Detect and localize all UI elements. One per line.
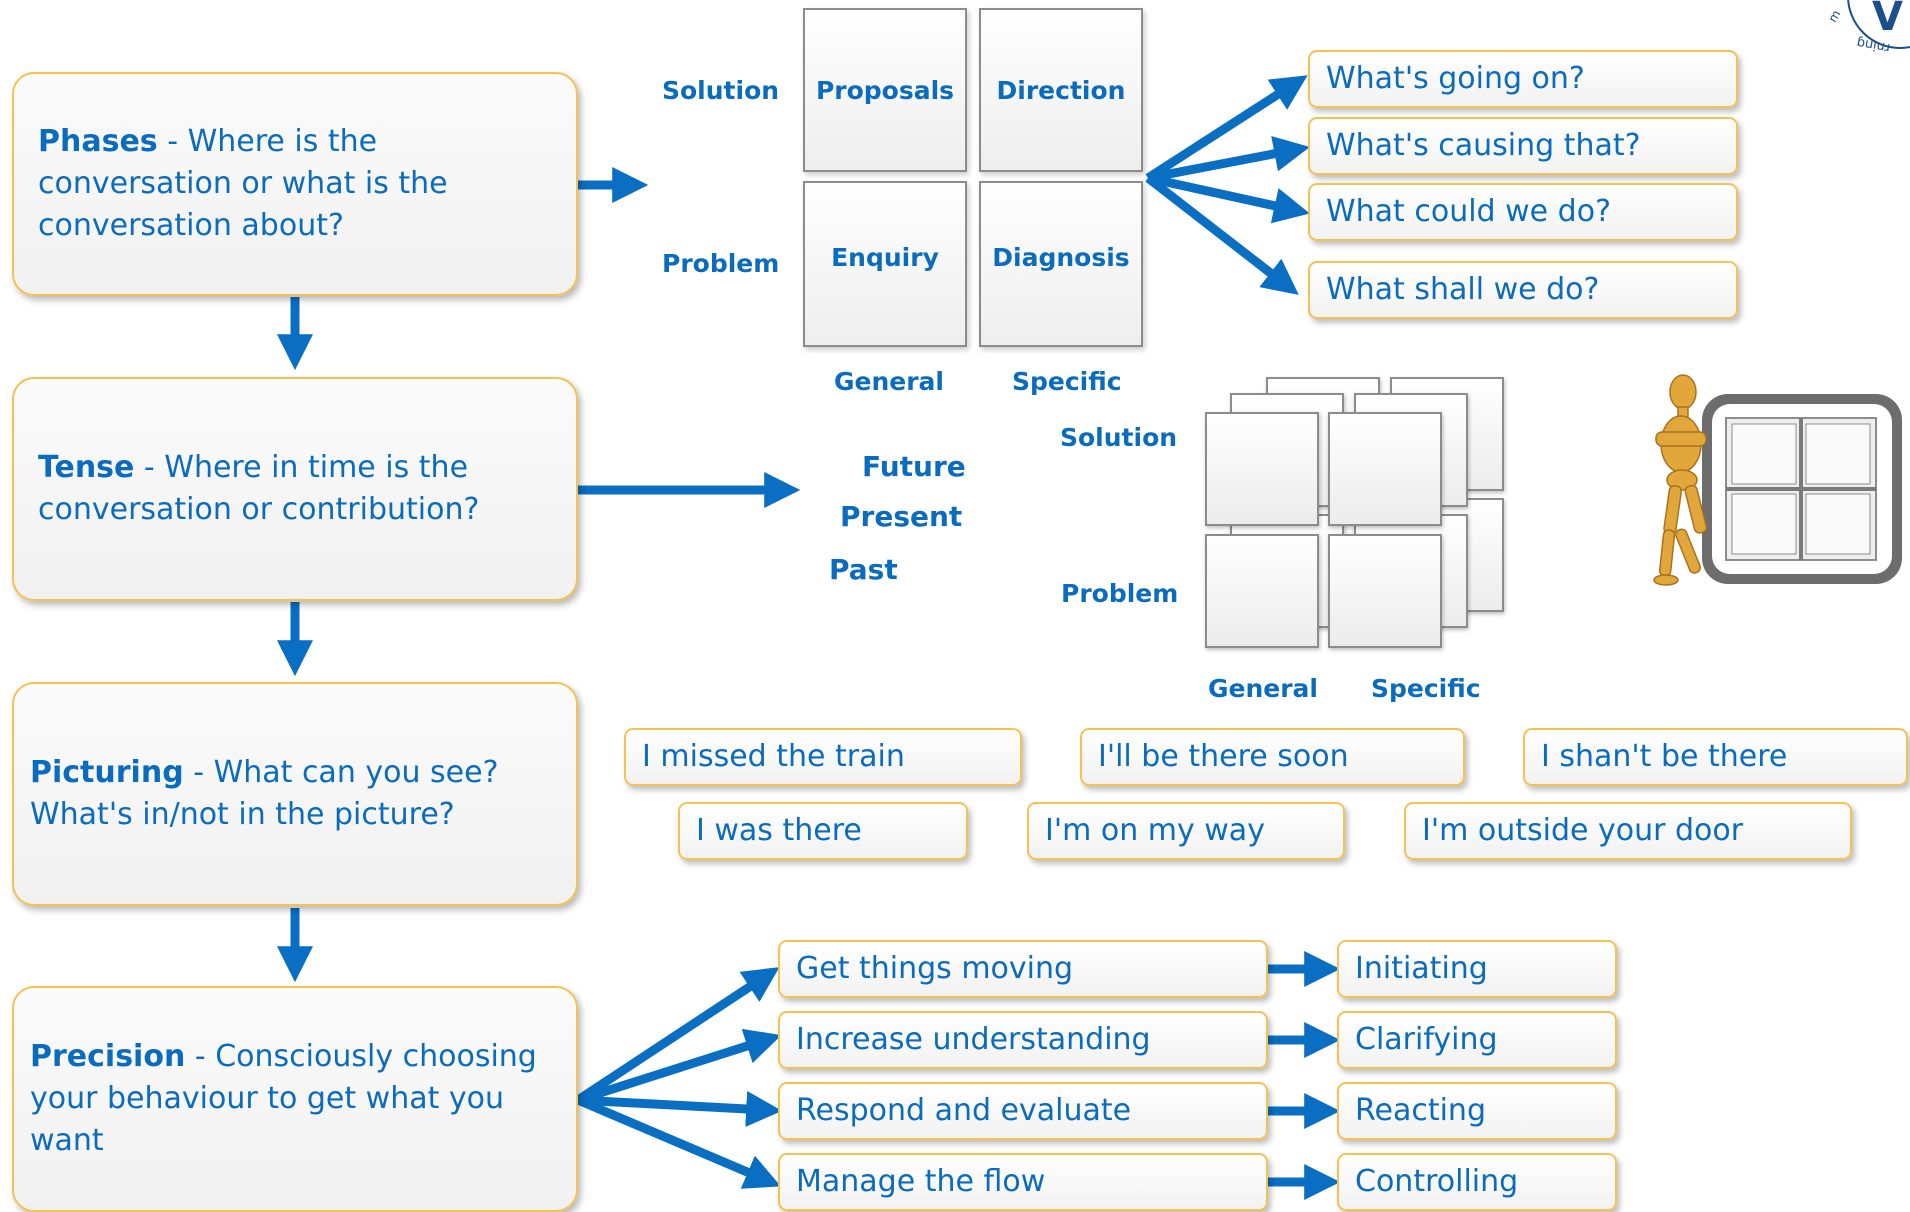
question-box-2: What's causing that? bbox=[1308, 117, 1738, 175]
grid-col-label-general: General bbox=[834, 367, 944, 396]
statement-be-there-soon: I'll be there soon bbox=[1080, 728, 1465, 786]
question-box-1: What's going on? bbox=[1308, 50, 1738, 108]
statement-missed-train: I missed the train bbox=[624, 728, 1022, 786]
statement-shant-be-there: I shan't be there bbox=[1523, 728, 1908, 786]
picturing-title: Picturing bbox=[30, 755, 184, 790]
picturing-description: What can you see? What's in/not in the p… bbox=[30, 755, 499, 832]
grid-cell-proposals: Proposals bbox=[803, 8, 967, 172]
question-arrow-4 bbox=[1145, 174, 1299, 295]
question-box-3: What could we do? bbox=[1308, 183, 1738, 241]
grid-col-label-specific: Specific bbox=[1012, 367, 1122, 396]
grid-row-label-solution: Solution bbox=[662, 76, 780, 105]
question-arrow-2 bbox=[1147, 136, 1310, 183]
behaviour-initiating: Initiating bbox=[1337, 940, 1617, 998]
picturing-box: Picturing - What can you see? What's in/… bbox=[12, 682, 578, 906]
statement-was-there: I was there bbox=[678, 802, 968, 860]
goal-arrow-4 bbox=[576, 1095, 781, 1189]
grid-cell-direction: Direction bbox=[979, 8, 1143, 172]
goal-arrow-3 bbox=[577, 1090, 783, 1127]
stacked-col-label-specific: Specific bbox=[1371, 674, 1481, 703]
logo-badge: V ɓuᴉuɹ m bbox=[1825, 0, 1910, 56]
statement-outside-door: I'm outside your door bbox=[1404, 802, 1852, 860]
mannequin-frame-illustration bbox=[1653, 374, 1902, 586]
goal-arrow-1 bbox=[575, 967, 780, 1104]
statement-on-my-way: I'm on my way bbox=[1027, 802, 1345, 860]
behaviour-clarifying: Clarifying bbox=[1337, 1011, 1617, 1069]
precision-box: Precision - Consciously choosing your be… bbox=[12, 986, 578, 1212]
grid-row-label-problem: Problem bbox=[662, 249, 780, 278]
tense-future: Future bbox=[862, 450, 966, 483]
logo-text-fragment: ɓuᴉuɹ bbox=[1856, 35, 1892, 56]
tense-present: Present bbox=[840, 500, 963, 533]
phases-title: Phases bbox=[38, 124, 158, 159]
tense-title: Tense bbox=[38, 450, 135, 485]
goal-respond-evaluate: Respond and evaluate bbox=[778, 1082, 1268, 1140]
grid-cell-enquiry: Enquiry bbox=[803, 181, 967, 347]
goal-get-things-moving: Get things moving bbox=[778, 940, 1268, 998]
goal-increase-understanding: Increase understanding bbox=[778, 1011, 1268, 1069]
precision-title: Precision bbox=[30, 1039, 186, 1074]
tense-description: Where in time is the conversation or con… bbox=[38, 450, 480, 527]
goal-manage-flow: Manage the flow bbox=[778, 1153, 1268, 1211]
behaviour-reacting: Reacting bbox=[1337, 1082, 1617, 1140]
phases-box: Phases - Where is the conversation or wh… bbox=[12, 72, 578, 296]
question-box-4: What shall we do? bbox=[1308, 261, 1738, 319]
question-arrow-1 bbox=[1145, 75, 1308, 182]
precision-description: Consciously choosing your behaviour to g… bbox=[30, 1039, 537, 1158]
tense-past: Past bbox=[829, 553, 898, 586]
logo-letter: V bbox=[1872, 0, 1903, 40]
phases-description: Where is the conversation or what is the… bbox=[38, 124, 448, 243]
stacked-row-label-solution: Solution bbox=[1060, 423, 1178, 452]
svg-text:m: m bbox=[1825, 8, 1843, 25]
question-arrow-3 bbox=[1147, 173, 1310, 224]
goal-arrow-2 bbox=[576, 1028, 782, 1105]
tense-box: Tense - Where in time is the conversatio… bbox=[12, 377, 578, 601]
grid-cell-diagnosis: Diagnosis bbox=[979, 181, 1143, 347]
stacked-col-label-general: General bbox=[1208, 674, 1318, 703]
stacked-row-label-problem: Problem bbox=[1061, 579, 1179, 608]
behaviour-controlling: Controlling bbox=[1337, 1153, 1617, 1211]
